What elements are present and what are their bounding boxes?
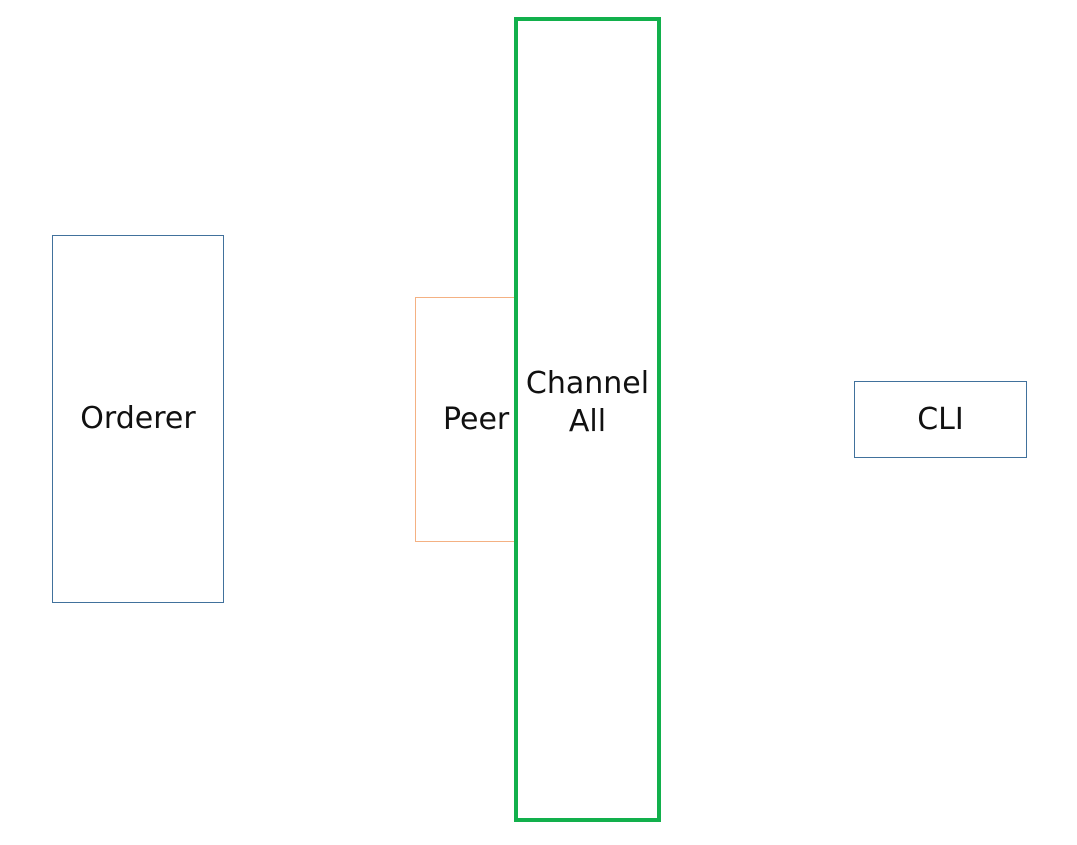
cli-box: CLI bbox=[854, 381, 1027, 458]
channel-label-line-2: All bbox=[568, 403, 607, 439]
peer-label: Peer bbox=[443, 401, 510, 437]
orderer-label: Orderer bbox=[80, 401, 196, 436]
orderer-box: Orderer bbox=[52, 235, 224, 603]
peer-box: Peer bbox=[415, 297, 518, 542]
channel-label-line-1: Channel bbox=[525, 365, 650, 401]
cli-label: CLI bbox=[917, 401, 964, 437]
channel-all-box: Channel All bbox=[514, 17, 661, 822]
